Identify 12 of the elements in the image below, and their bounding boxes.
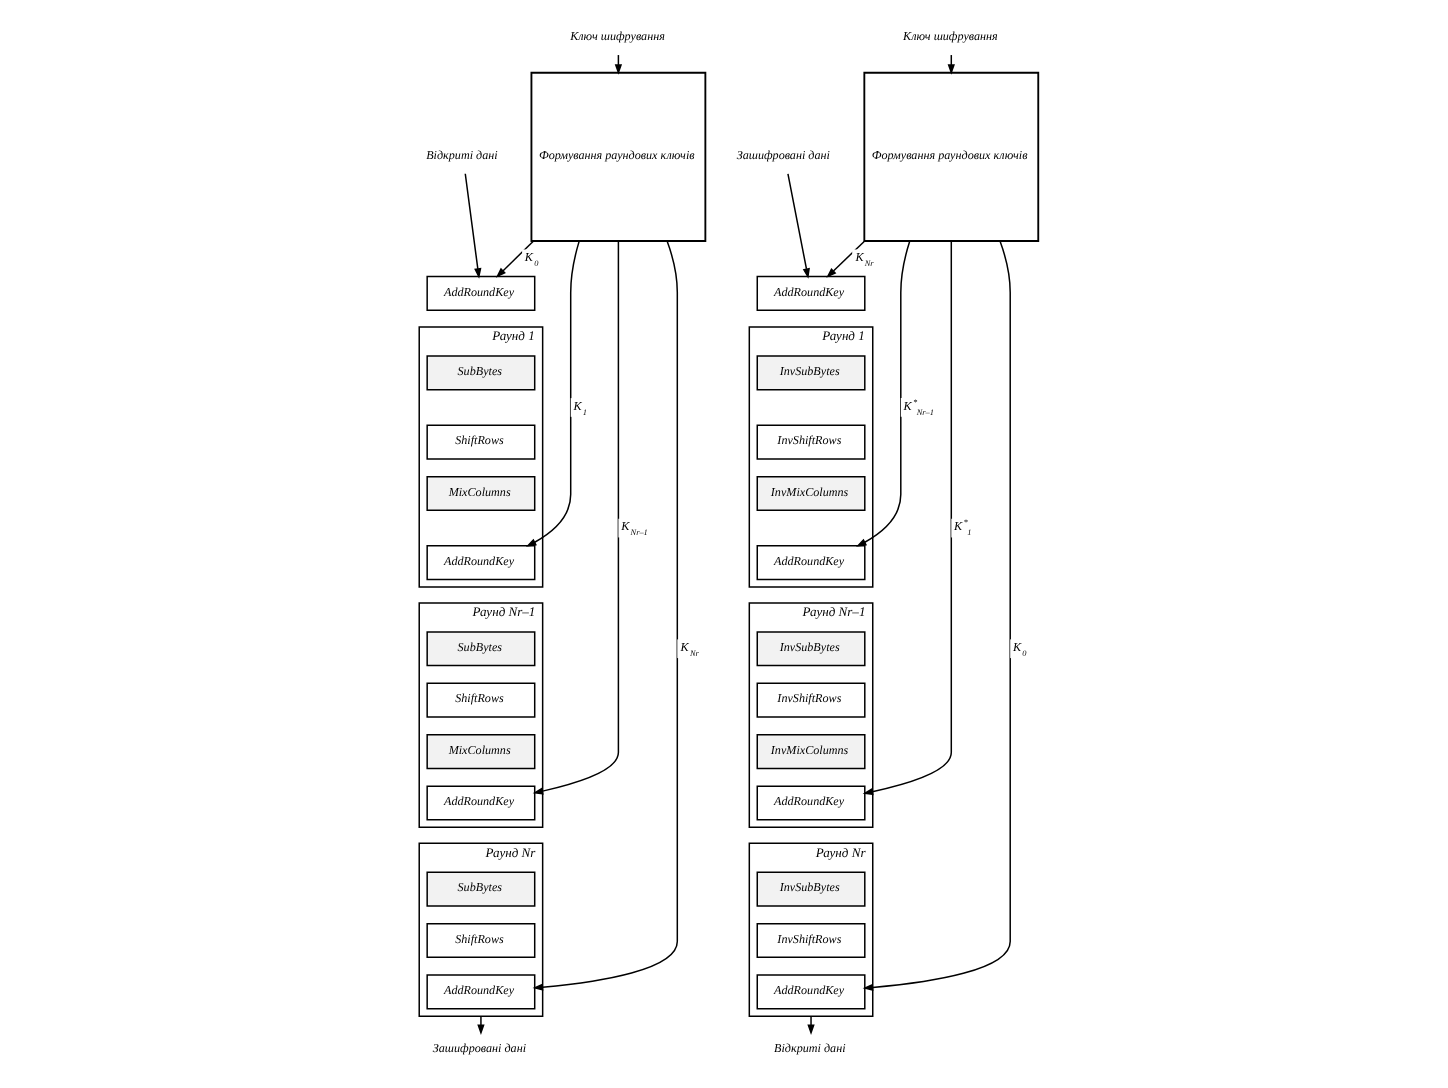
arrow — [786, 173, 809, 279]
arrow — [861, 240, 952, 796]
arrow — [861, 240, 1010, 992]
arrow — [494, 240, 534, 278]
arrow — [524, 240, 579, 547]
arrow — [855, 240, 910, 547]
arrow — [531, 240, 678, 991]
arrow — [531, 240, 619, 795]
arrow — [806, 1015, 814, 1036]
arrow — [463, 173, 481, 279]
arrow — [825, 240, 865, 278]
arrow — [476, 1015, 484, 1036]
